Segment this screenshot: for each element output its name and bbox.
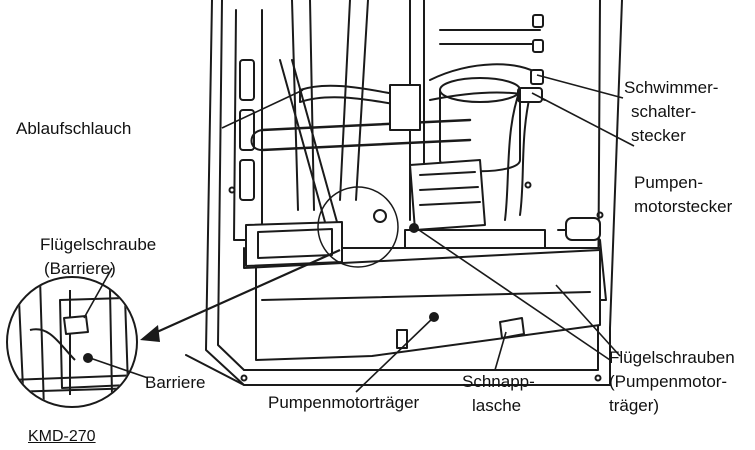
floor-line [185,354,245,386]
inset-wing-screw [63,315,89,335]
float-switch-connector [530,69,544,85]
drain-hose-bend [250,129,263,151]
pipe-coupler [389,84,421,131]
screw [524,181,532,189]
wiring [504,89,531,221]
screw [240,374,248,382]
tank-top [439,77,521,103]
drain-hose [260,118,472,152]
barrier-tray-inner [257,228,333,259]
snap-tab [499,317,525,339]
label-schwimmer-1: Schwimmer- [624,78,719,97]
label-schnapp-1: Schnapp- [462,372,535,391]
leader-fluegeln-2 [555,284,621,357]
label-fluegelschrauben-3: träger) [609,396,660,415]
carrier-lip [243,247,601,269]
leader-barriere [89,357,149,379]
label-schwimmer-3: stecker [631,126,686,145]
rail-slot [239,109,255,151]
label-fluegelschrauben-1: Flügelschrauben [609,348,735,367]
highlight-circle [317,186,399,268]
leader-schwimmer [536,74,624,99]
label-fluegelschraube-1: Flügelschraube [40,235,157,254]
pointer-arrowhead [140,325,160,342]
cabinet-bottom-edge [243,327,599,371]
wing-screw-carrier [409,223,419,233]
leader-pumpen [531,92,635,147]
wing-screw-barrier [373,209,387,223]
label-schwimmer-2: schalter- [631,102,697,121]
rail-slot [239,59,255,101]
label-barriere: Barriere [145,373,206,392]
label-model: KMD-270 [28,428,96,445]
pointer-arrow-line [147,248,341,338]
label-ablaufschlauch: Ablaufschlauch [16,119,132,138]
cylinder [565,217,601,241]
cabinet-inner-left [217,0,245,371]
vertical-hose [291,0,315,211]
label-fluegelschrauben-2: (Pumpenmotor- [609,372,728,391]
screw [594,374,602,382]
leader-fluegeln-1 [415,227,611,361]
connector [532,14,544,28]
pump-base [404,229,546,249]
label-pumpenmotortraeger: Pumpenmotorträger [268,393,420,412]
inset-hose [29,328,76,361]
leader-schnapp [494,331,507,371]
pump-motor-fins [419,171,481,206]
leader-fluegel-barriere [83,267,113,319]
label-pumpen-2: motorstecker [634,197,733,216]
screw [596,211,604,219]
label-fluegelschraube-2: (Barriere) [44,259,116,278]
leader-ablaufschlauch [221,89,304,129]
pipe [439,29,541,45]
rail-slot [239,159,255,201]
screw [228,186,236,194]
leader-traeger-1 [355,316,435,393]
label-schnapp-2: lasche [472,396,522,415]
carrier-inner [261,291,591,301]
pump-motor [409,159,486,231]
connector [532,39,544,53]
pump-motor-connector [517,87,543,103]
label-pumpen-1: Pumpen- [634,173,703,192]
